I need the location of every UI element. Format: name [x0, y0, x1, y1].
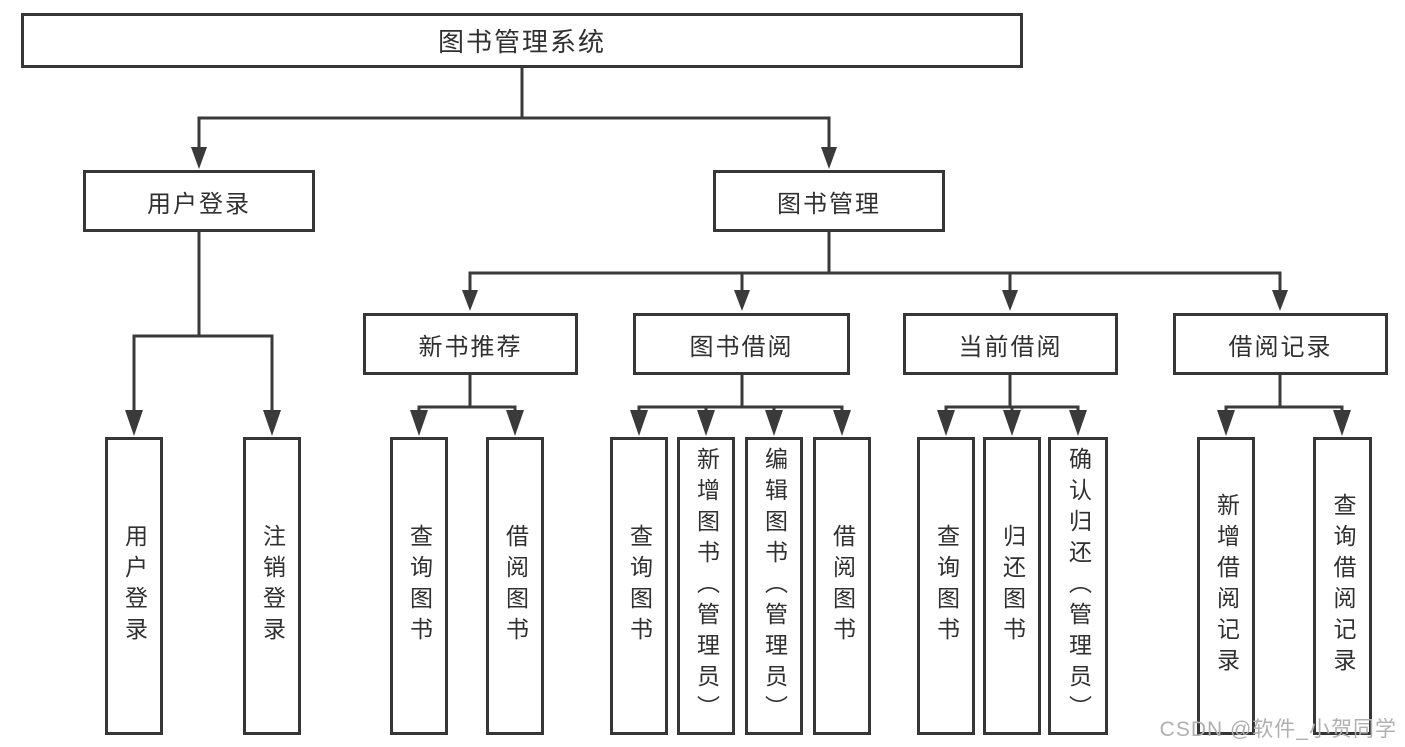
node-book-borrowing: 图书借阅 [633, 313, 850, 375]
node-label: 借阅图书 [502, 524, 529, 648]
node-label: 编辑图书（管理员） [761, 446, 788, 726]
csdn-watermark: CSDN @软件_小贺同学 [1159, 718, 1397, 741]
leaf-query-borrow-record: 查询借阅记录 [1313, 437, 1372, 735]
node-label: 新书推荐 [418, 333, 523, 361]
node-label: 查询图书 [933, 524, 960, 648]
node-label: 新增图书（管理员） [693, 446, 720, 726]
leaf-logout: 注销登录 [243, 437, 301, 735]
leaf-query-books-recommend: 查询图书 [390, 437, 448, 735]
node-label: 图书借阅 [689, 333, 794, 361]
node-label: 图书管理 [777, 190, 881, 218]
leaf-query-books-current: 查询图书 [917, 437, 975, 735]
leaf-user-login: 用户登录 [105, 437, 163, 735]
node-label: 查询图书 [626, 524, 653, 648]
arrowhead-icons [125, 147, 1351, 436]
leaf-add-borrow-record: 新增借阅记录 [1197, 437, 1255, 735]
leaf-return-books: 归还图书 [983, 437, 1041, 735]
leaf-confirm-return-admin: 确认归还（管理员） [1048, 437, 1108, 735]
node-library-management-system: 图书管理系统 [21, 13, 1023, 68]
node-label: 图书管理系统 [437, 27, 606, 57]
node-book-management-branch: 图书管理 [713, 170, 945, 232]
node-label: 借阅图书 [829, 524, 856, 648]
node-label: 注销登录 [259, 524, 286, 648]
node-label: 当前借阅 [958, 333, 1063, 361]
node-borrowing-records: 借阅记录 [1173, 313, 1388, 375]
leaf-add-books-admin: 新增图书（管理员） [677, 437, 735, 735]
leaf-borrow-books: 借阅图书 [813, 437, 871, 735]
node-label: 归还图书 [999, 524, 1026, 648]
leaf-query-books-borrowing: 查询图书 [610, 437, 668, 735]
node-user-login-branch: 用户登录 [83, 170, 315, 232]
leaf-edit-books-admin: 编辑图书（管理员） [745, 437, 803, 735]
node-label: 确认归还（管理员） [1065, 446, 1092, 726]
leaf-borrow-books-recommend: 借阅图书 [486, 437, 544, 735]
node-new-book-recommendation: 新书推荐 [363, 313, 578, 375]
node-label: 借阅记录 [1228, 333, 1333, 361]
node-label: 用户登录 [121, 524, 148, 648]
node-label: 用户登录 [147, 190, 251, 218]
node-current-borrowing: 当前借阅 [903, 313, 1118, 375]
node-label: 新增借阅记录 [1213, 493, 1240, 679]
node-label: 查询借阅记录 [1330, 493, 1356, 679]
node-label: 查询图书 [406, 524, 433, 648]
